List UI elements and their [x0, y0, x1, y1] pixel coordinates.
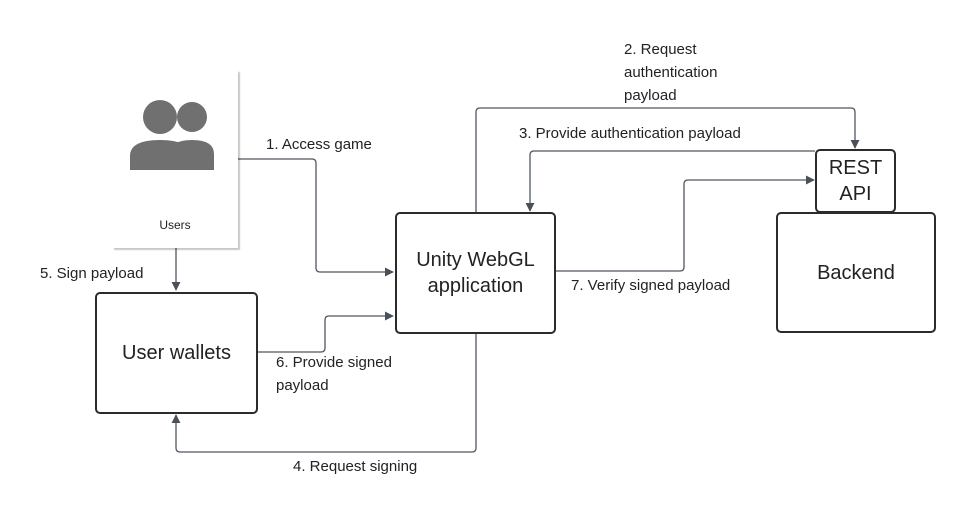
label-request-auth-line2: authentication	[624, 64, 718, 81]
label-verify-signed-payload: 7. Verify signed payload	[571, 277, 731, 294]
wallets-node-label: User wallets	[122, 342, 231, 364]
label-request-auth-line3: payload	[624, 87, 677, 104]
edge-request-auth-payload	[475, 107, 860, 212]
users-label: Users	[159, 218, 191, 232]
label-provide-signed-payload: 6. Provide signed payload	[276, 351, 392, 397]
label-sign-payload: 5. Sign payload	[40, 265, 144, 282]
unity-node-label-line2: application	[427, 275, 524, 297]
label-access-game: 1. Access game	[266, 136, 372, 153]
rest-node-label-line2: API	[839, 183, 872, 205]
unity-node-label-line1: Unity WebGL	[416, 249, 535, 271]
users-node: Users	[112, 70, 238, 248]
label-provide-signed-line2: payload	[276, 377, 329, 394]
edge-request-signing	[171, 334, 477, 453]
label-request-signing: 4. Request signing	[293, 458, 418, 475]
label-provide-signed-line1: 6. Provide signed	[276, 354, 392, 371]
unity-webgl-app-node: Unity WebGL application	[395, 212, 556, 334]
edge-access-game	[238, 158, 394, 277]
edge-provide-auth-payload	[525, 150, 815, 212]
user-wallets-node: User wallets	[95, 292, 258, 414]
rest-node-label-line1: REST	[828, 157, 883, 179]
label-request-auth-payload: 2. Request authentication payload	[624, 38, 717, 107]
edge-provide-signed-payload	[258, 311, 394, 353]
label-provide-auth-payload: 3. Provide authentication payload	[519, 125, 741, 142]
label-request-auth-line1: 2. Request	[624, 41, 697, 58]
unity-node-label: Unity WebGL application	[416, 247, 535, 299]
backend-node: Backend	[776, 212, 936, 333]
rest-node-label: REST API	[829, 155, 882, 207]
backend-node-label: Backend	[817, 261, 895, 284]
edge-verify-signed-payload	[556, 175, 815, 272]
users-icon	[130, 100, 214, 170]
rest-api-node: REST API	[815, 149, 896, 213]
